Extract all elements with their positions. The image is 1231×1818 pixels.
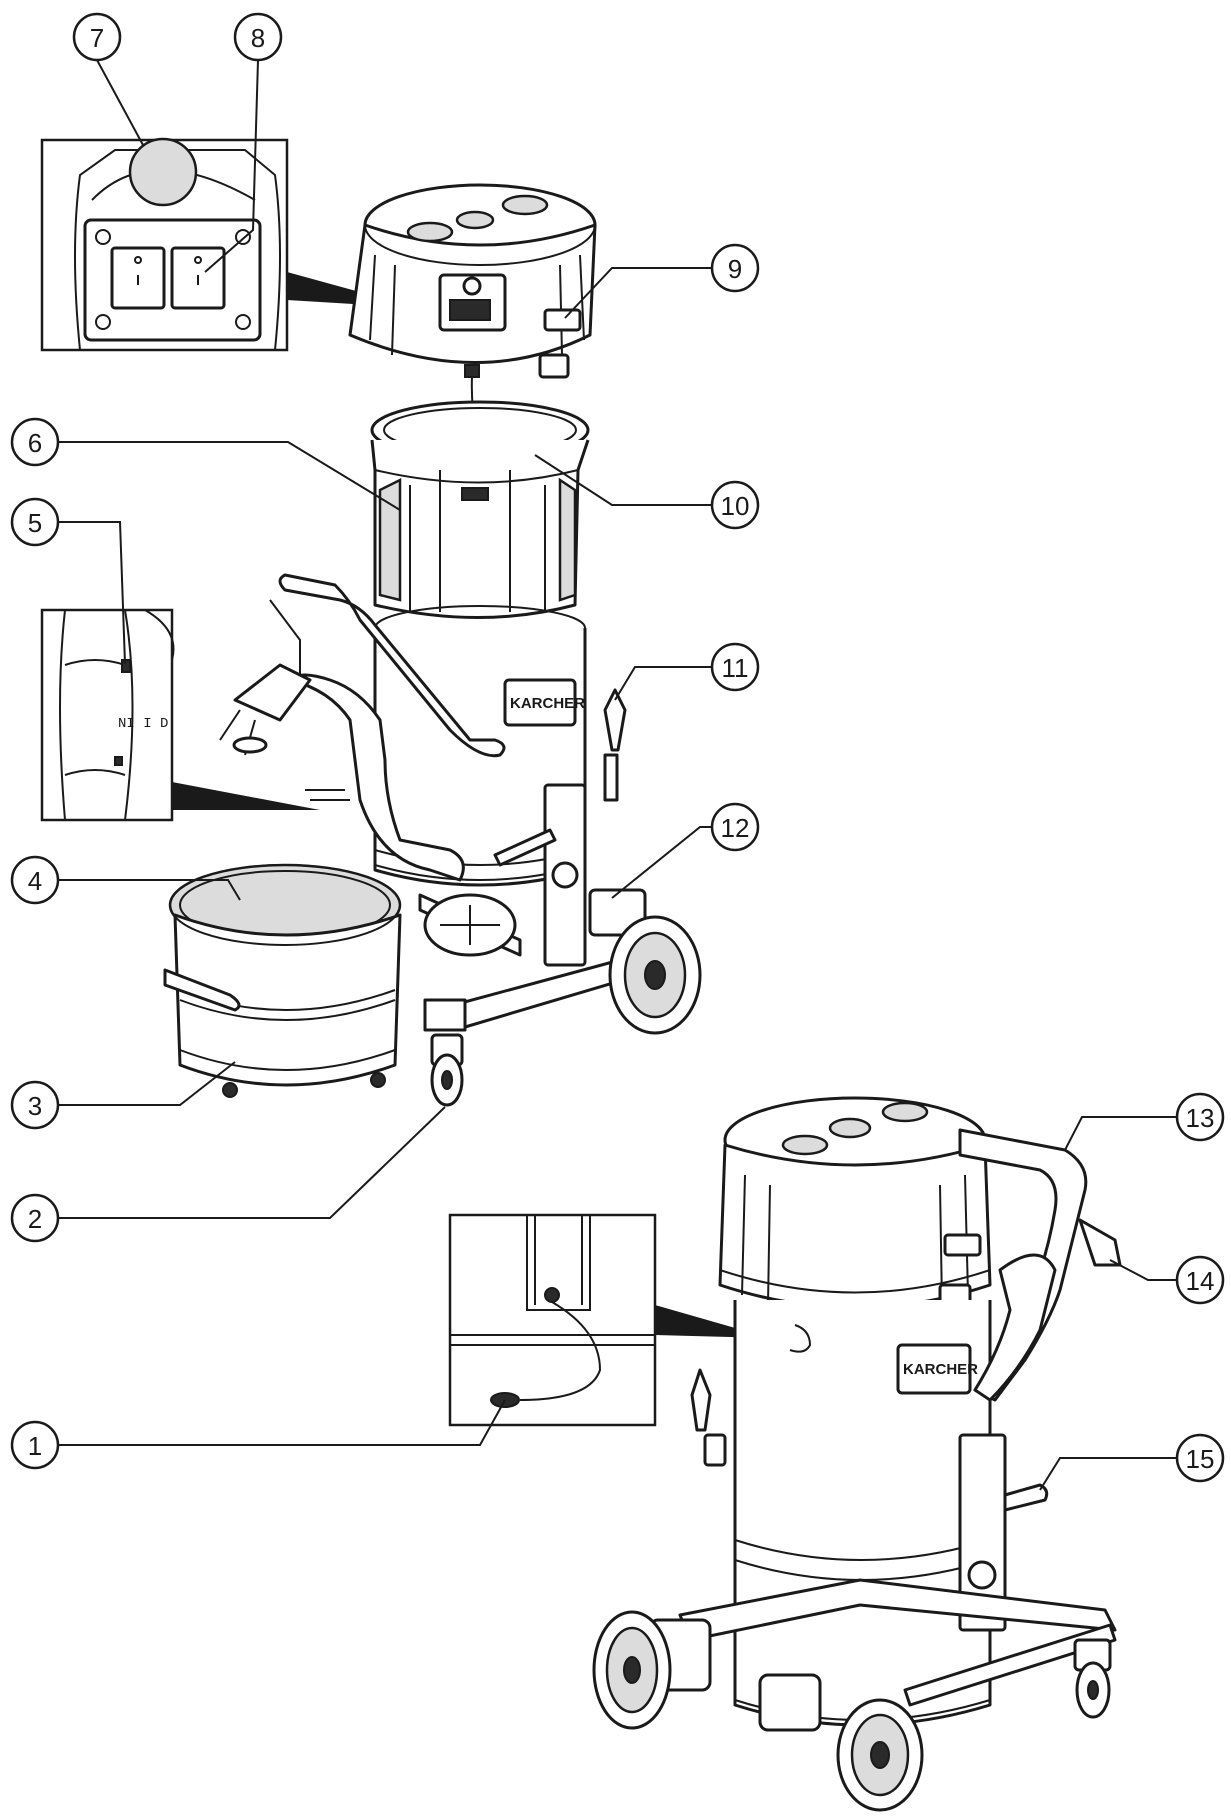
callout-label-14: 14 <box>1186 1266 1215 1296</box>
leader-lines <box>58 59 1178 1491</box>
assembled-motor-head <box>718 1096 992 1312</box>
leader-7 <box>96 59 144 146</box>
callout-11: 11 <box>710 642 760 692</box>
motor-head <box>348 183 597 379</box>
leader-6 <box>58 441 401 511</box>
suction-hose <box>219 663 465 882</box>
leader-15 <box>1039 1457 1178 1491</box>
assembled-wheels <box>592 1610 1112 1812</box>
assembled-drum: KARCHER <box>733 1300 992 1727</box>
main-wheels <box>423 893 702 1035</box>
callout-14: 14 <box>1175 1255 1225 1305</box>
callout-label-7: 7 <box>90 23 104 53</box>
callout-label-4: 4 <box>28 866 42 896</box>
callout-label-6: 6 <box>28 428 42 458</box>
push-handle <box>269 573 506 758</box>
assembled-brand-plate <box>896 1343 972 1395</box>
container-handle <box>163 968 241 1012</box>
dirt-container <box>163 863 402 1098</box>
callout-label-10: 10 <box>721 491 750 521</box>
lid-latch <box>543 308 582 332</box>
leader-14 <box>1109 1259 1178 1281</box>
callout-3: 3 <box>10 1080 60 1130</box>
leader-3 <box>58 1061 236 1106</box>
brand-label: KARCHER <box>510 695 585 712</box>
leader-5 <box>58 521 126 665</box>
callout-12: 12 <box>710 802 760 852</box>
leader-13 <box>1064 1116 1178 1151</box>
callout-1: 1 <box>10 1420 60 1470</box>
assembled-nozzle-holder <box>1078 1218 1122 1267</box>
callout-4: 4 <box>10 855 60 905</box>
callout-label-8: 8 <box>251 23 265 53</box>
tilt-lever <box>603 688 627 752</box>
assembled-brand-label: KARCHER <box>903 1361 978 1378</box>
callout-label-2: 2 <box>28 1204 42 1234</box>
leader-10 <box>534 454 712 506</box>
leader-11 <box>614 666 712 701</box>
callout-label-12: 12 <box>721 813 750 843</box>
callout-13: 13 <box>1175 1092 1225 1142</box>
callout-5: 5 <box>10 497 60 547</box>
leader-12 <box>611 826 712 899</box>
callout-2: 2 <box>10 1193 60 1243</box>
callout-8: 8 <box>233 12 283 62</box>
callout-label-13: 13 <box>1186 1103 1215 1133</box>
callout-7: 7 <box>72 12 122 62</box>
callout-label-1: 1 <box>28 1431 42 1461</box>
castor-wheel <box>430 1033 464 1107</box>
inset-hose-clip: NI I D <box>40 608 175 822</box>
callout-15: 15 <box>1175 1433 1225 1483</box>
svg-text:NI I D: NI I D <box>118 716 168 732</box>
assembled-machine: KARCHER <box>592 1096 1122 1812</box>
assembled-push-grip <box>1003 1483 1049 1512</box>
callout-label-15: 15 <box>1186 1444 1215 1474</box>
inset-pointer-mid <box>172 782 320 810</box>
leader-8 <box>204 59 259 273</box>
callout-6: 6 <box>10 417 60 467</box>
leader-2 <box>58 1106 446 1219</box>
exploded-machine: KARCHER <box>163 183 702 1107</box>
callout-label-5: 5 <box>28 508 42 538</box>
brand-plate <box>503 678 577 727</box>
inset-switch-panel <box>40 137 289 352</box>
filter-basket <box>370 400 590 619</box>
callout-10: 10 <box>710 480 760 530</box>
assembled-tilt-lever <box>690 1368 712 1432</box>
callout-label-3: 3 <box>28 1091 42 1121</box>
leader-4 <box>58 879 241 901</box>
callout-9: 9 <box>710 243 760 293</box>
leader-9 <box>564 267 712 319</box>
callout-label-11: 11 <box>722 653 749 683</box>
inset-cable-connection <box>448 1213 657 1427</box>
assembled-handle <box>958 1128 1122 1402</box>
indicator-lamp <box>128 137 198 207</box>
leader-1 <box>58 1399 506 1446</box>
callout-label-9: 9 <box>728 254 742 284</box>
